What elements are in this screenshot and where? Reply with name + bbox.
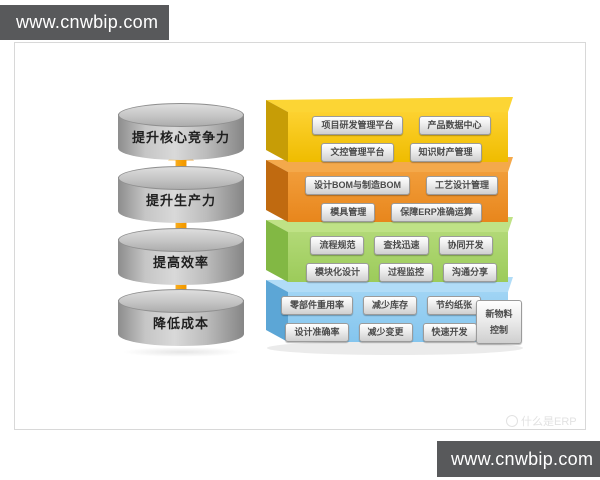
capability-button: 模块化设计 bbox=[305, 263, 369, 282]
capability-button: 节约纸张 bbox=[427, 296, 482, 315]
green-layer-buttons: 流程规范 查找迅速 协同开发 模块化设计 过程监控 沟通分享 bbox=[295, 236, 508, 282]
goal-label: 提高效率 bbox=[152, 255, 209, 270]
capability-button: 零部件重用率 bbox=[280, 296, 353, 315]
watermark-bottom-right: www.cnwbip.com bbox=[437, 441, 600, 477]
capability-button: 项目研发管理平台 bbox=[312, 116, 403, 135]
capability-button: 沟通分享 bbox=[443, 263, 498, 282]
orange-layer-buttons: 设计BOM与制造BOM 工艺设计管理 模具管理 保障ERP准确运算 bbox=[295, 176, 508, 222]
logo-circle-icon bbox=[506, 415, 518, 427]
goal-cylinder-competitiveness: 提升核心竞争力 bbox=[118, 103, 244, 161]
cylinder-shadow bbox=[122, 347, 242, 357]
cylinder-cap bbox=[118, 289, 244, 313]
capability-button: 协同开发 bbox=[438, 236, 493, 255]
capability-button: 设计准确率 bbox=[285, 323, 349, 342]
capability-button-new-material-control: 新物料控制 bbox=[476, 300, 522, 344]
goal-label: 提升生产力 bbox=[145, 193, 216, 208]
goal-label: 降低成本 bbox=[152, 316, 209, 331]
blue-layer-buttons: 零部件重用率 减少库存 节约纸张 设计准确率 减少变更 快速开发 bbox=[280, 296, 482, 342]
capability-button: 知识财产管理 bbox=[409, 143, 482, 162]
capability-button: 模具管理 bbox=[321, 203, 376, 222]
cylinder-cap bbox=[118, 166, 244, 190]
capability-layer-stack: 项目研发管理平台 产品数据中心 文控管理平台 知识财产管理 设计BOM与制造BO… bbox=[255, 85, 525, 360]
capability-button: 流程规范 bbox=[310, 236, 365, 255]
goal-label: 提升核心竞争力 bbox=[131, 130, 230, 145]
goal-cylinder-cost: 降低成本 bbox=[118, 289, 244, 347]
capability-button: 快速开发 bbox=[422, 323, 477, 342]
faint-logo-watermark: 什么是ERP bbox=[506, 413, 577, 429]
capability-button: 减少库存 bbox=[363, 296, 418, 315]
yellow-layer-buttons: 项目研发管理平台 产品数据中心 文控管理平台 知识财产管理 bbox=[295, 116, 508, 162]
goal-cylinder-stack: 提升核心竞争力 提升生产力 提高效率 降低成本 bbox=[118, 95, 244, 357]
goal-cylinder-efficiency: 提高效率 bbox=[118, 228, 244, 286]
capability-button: 设计BOM与制造BOM bbox=[304, 176, 410, 195]
side-button-line1: 新物料 bbox=[485, 309, 513, 319]
capability-button: 查找迅速 bbox=[374, 236, 429, 255]
cylinder-cap bbox=[118, 103, 244, 127]
capability-button: 产品数据中心 bbox=[418, 116, 491, 135]
capability-button: 文控管理平台 bbox=[321, 143, 394, 162]
capability-button: 过程监控 bbox=[378, 263, 433, 282]
capability-button: 减少变更 bbox=[358, 323, 413, 342]
faint-watermark-text: 什么是ERP bbox=[521, 416, 577, 428]
side-button-line2: 控制 bbox=[489, 325, 508, 335]
capability-button: 工艺设计管理 bbox=[425, 176, 498, 195]
watermark-top-left: www.cnwbip.com bbox=[0, 5, 169, 40]
cylinder-cap bbox=[118, 228, 244, 252]
goal-cylinder-productivity: 提升生产力 bbox=[118, 166, 244, 224]
capability-button: 保障ERP准确运算 bbox=[391, 203, 482, 222]
